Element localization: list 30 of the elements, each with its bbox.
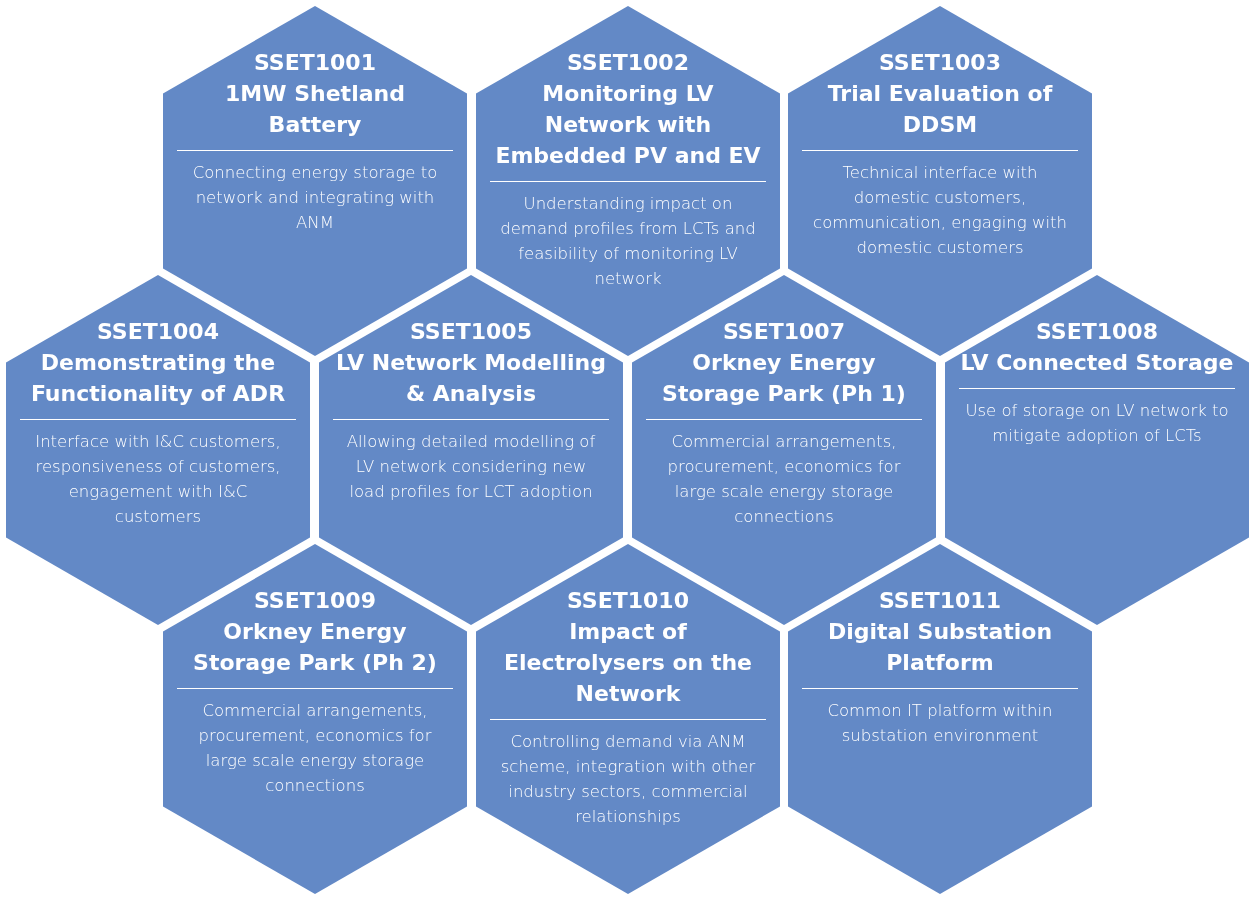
project-code: SSET1010 bbox=[567, 587, 689, 615]
project-code: SSET1001 bbox=[254, 49, 376, 77]
project-description: Allowing detailed modelling of LV network considering new load profiles for LCT adoption bbox=[345, 431, 597, 503]
project-title: Impact of Electrolysers on the Network bbox=[502, 618, 754, 708]
project-description: Technical interface with domestic customers, communication, engaging with domestic customers bbox=[812, 162, 1068, 259]
project-code: SSET1002 bbox=[567, 49, 689, 77]
project-description: Commercial arrangements, procurement, economics for large scale energy storage connections bbox=[666, 431, 902, 528]
project-title: Demonstrating the Functionality of ADR bbox=[29, 349, 287, 408]
project-title: Monitoring LV Network with Embedded PV and EV bbox=[494, 80, 762, 170]
project-title: Trial Evaluation of DDSM bbox=[826, 80, 1054, 139]
project-title: LV Network Modelling & Analysis bbox=[335, 349, 607, 408]
project-description: Controlling demand via ANM scheme, integration with other industry sectors, commercial relationships bbox=[499, 731, 757, 828]
project-title: 1MW Shetland Battery bbox=[224, 80, 406, 139]
project-description: Interface with I&C customers, responsiveness of customers, engagement with I&C customers bbox=[34, 431, 282, 528]
project-description: Connecting energy storage to network and integrating with ANM bbox=[191, 162, 439, 234]
project-code: SSET1007 bbox=[723, 318, 845, 346]
project-title: LV Connected Storage bbox=[959, 349, 1235, 377]
project-code: SSET1011 bbox=[879, 587, 1001, 615]
project-description: Use of storage on LV network to mitigate adoption of LCTs bbox=[964, 400, 1230, 447]
project-code: SSET1004 bbox=[97, 318, 219, 346]
project-description: Understanding impact on demand profiles from LCTs and feasibility of monitoring LV network bbox=[499, 193, 757, 290]
project-code: SSET1005 bbox=[410, 318, 532, 346]
project-code: SSET1008 bbox=[1036, 318, 1158, 346]
project-description: Commercial arrangements, procurement, economics for large scale energy storage connections bbox=[197, 700, 433, 797]
project-code: SSET1009 bbox=[254, 587, 376, 615]
project-description: Common IT platform within substation environment bbox=[826, 700, 1054, 747]
project-code: SSET1003 bbox=[879, 49, 1001, 77]
project-title: Digital Substation Platform bbox=[826, 618, 1054, 677]
project-title: Orkney Energy Storage Park (Ph 1) bbox=[661, 349, 907, 408]
project-title: Orkney Energy Storage Park (Ph 2) bbox=[192, 618, 438, 677]
